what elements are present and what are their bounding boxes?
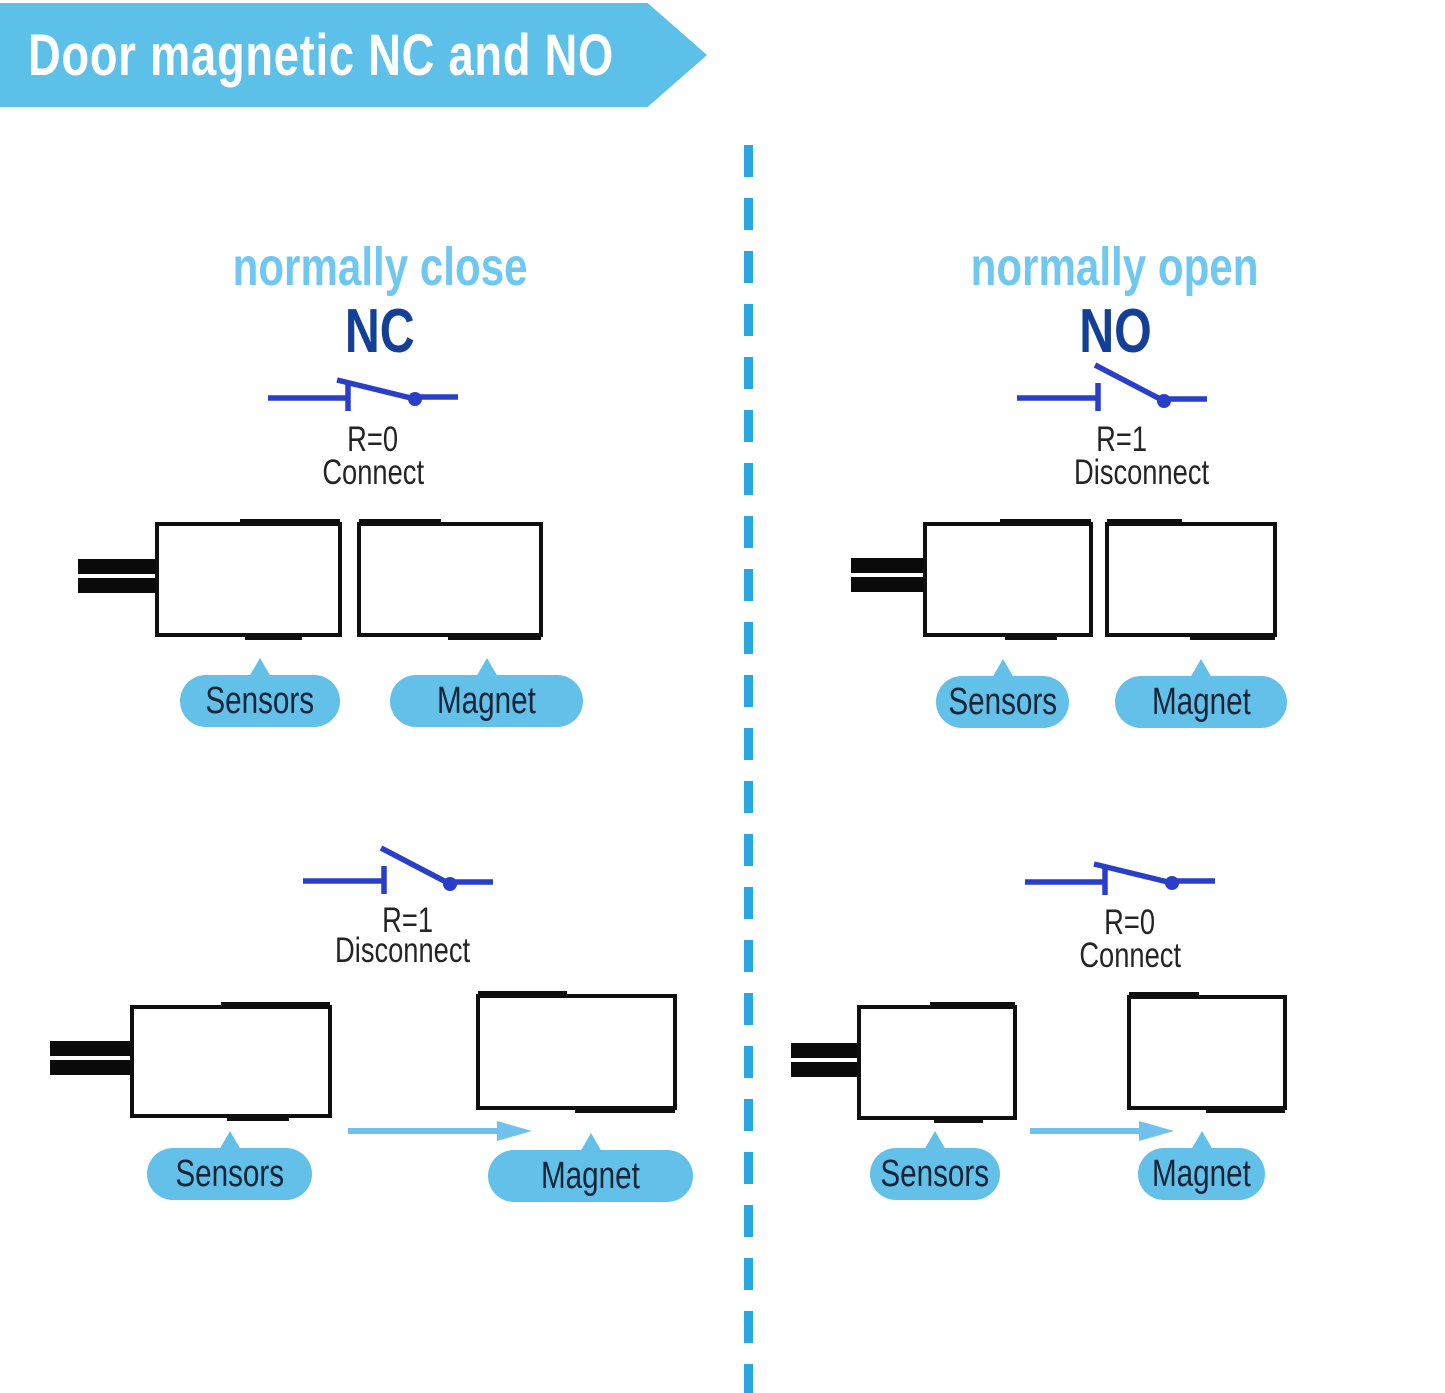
nc-abbr: NC bbox=[345, 297, 415, 366]
sensor-wires bbox=[50, 1041, 130, 1079]
wire bbox=[791, 1062, 857, 1077]
magnet-label-pill: Magnet bbox=[390, 658, 583, 727]
pill-pointer bbox=[924, 1131, 946, 1150]
switch-open-icon bbox=[1017, 362, 1207, 411]
case-seam bbox=[244, 633, 303, 640]
nc-top-resistance: R=0 bbox=[347, 420, 399, 459]
switch-closed-icon bbox=[1025, 861, 1215, 895]
dashed-divider bbox=[744, 145, 753, 1393]
sensor-wires bbox=[851, 558, 923, 596]
case-seam bbox=[1189, 633, 1275, 640]
pill-pointer bbox=[249, 658, 271, 677]
sensors-label-pill: Sensors bbox=[147, 1131, 312, 1200]
case-seam bbox=[221, 1002, 330, 1009]
arrow-right-icon bbox=[1030, 1121, 1174, 1141]
case-seam bbox=[933, 1116, 983, 1123]
nc-heading: normally close bbox=[232, 237, 528, 297]
case-seam bbox=[929, 1002, 1015, 1009]
case-seam bbox=[1205, 1106, 1285, 1113]
nc-top-state: Connect bbox=[322, 453, 424, 492]
nc-bottom-resistance: R=1 bbox=[382, 901, 434, 940]
nc-bottom-state: Disconnect bbox=[335, 931, 471, 970]
sensor-box bbox=[130, 1002, 332, 1121]
sensors-label-pill: Sensors bbox=[870, 1131, 1000, 1200]
magnet-box bbox=[476, 991, 677, 1113]
pill-pointer bbox=[1190, 659, 1212, 678]
case-seam bbox=[239, 519, 340, 526]
magnet-label-pill: Magnet bbox=[488, 1133, 693, 1202]
magnet-box bbox=[1127, 992, 1287, 1113]
sensor-wires bbox=[78, 559, 155, 597]
sensor-box bbox=[155, 519, 342, 640]
case-seam bbox=[448, 633, 541, 640]
sensor-box bbox=[857, 1002, 1017, 1123]
switch-closed-icon bbox=[268, 377, 458, 411]
no-bottom-resistance: R=0 bbox=[1104, 903, 1156, 942]
magnet-box bbox=[1105, 519, 1277, 640]
pill-pointer bbox=[218, 1131, 241, 1150]
pill-pointer bbox=[1190, 1131, 1213, 1150]
no-top-resistance: R=1 bbox=[1096, 420, 1148, 459]
wire bbox=[78, 559, 155, 574]
title-banner: Door magnetic NC and NO bbox=[0, 3, 707, 107]
case-seam bbox=[359, 519, 441, 526]
case-seam bbox=[227, 1114, 290, 1121]
no-heading: normally open bbox=[971, 237, 1259, 297]
sensor-wires bbox=[791, 1043, 857, 1081]
case-seam bbox=[1004, 633, 1057, 640]
pill-pointer bbox=[475, 658, 498, 677]
pill-pointer bbox=[579, 1133, 602, 1152]
no-bottom-state: Connect bbox=[1079, 936, 1181, 975]
magnet-label-pill: Magnet bbox=[1138, 1131, 1265, 1200]
sensors-label-pill: Sensors bbox=[936, 659, 1069, 728]
wire bbox=[78, 578, 155, 593]
pill-pointer bbox=[991, 659, 1014, 678]
no-top-state: Disconnect bbox=[1074, 453, 1210, 492]
case-seam bbox=[478, 991, 567, 998]
case-seam bbox=[1000, 519, 1091, 526]
magnet-box bbox=[357, 519, 543, 640]
sensor-box bbox=[923, 519, 1093, 640]
wire bbox=[50, 1041, 130, 1056]
no-abbr: NO bbox=[1078, 297, 1152, 366]
magnet-label-pill: Magnet bbox=[1115, 659, 1287, 728]
sensors-label-pill: Sensors bbox=[180, 658, 340, 727]
wire bbox=[50, 1060, 130, 1075]
wire bbox=[851, 577, 923, 592]
page-title: Door magnetic NC and NO bbox=[28, 22, 615, 88]
wire bbox=[851, 558, 923, 573]
case-seam bbox=[1107, 519, 1183, 526]
switch-open-icon bbox=[303, 845, 493, 894]
case-seam bbox=[1129, 992, 1199, 999]
case-seam bbox=[574, 1106, 675, 1113]
arrow-right-icon bbox=[348, 1121, 532, 1141]
wire bbox=[791, 1043, 857, 1058]
